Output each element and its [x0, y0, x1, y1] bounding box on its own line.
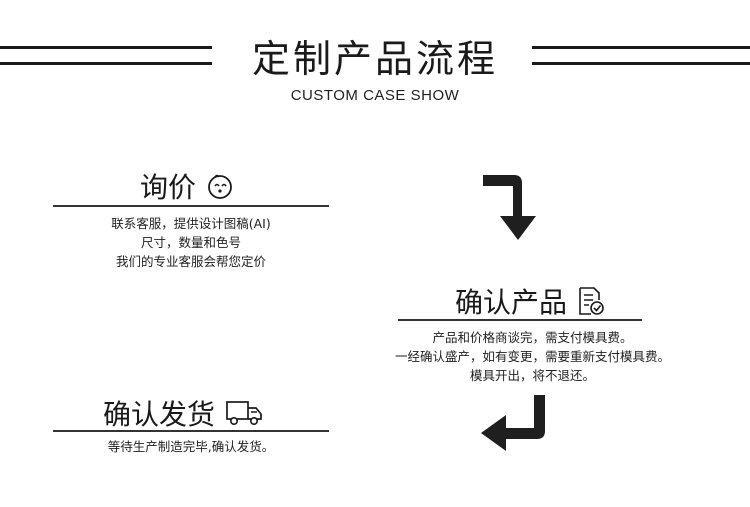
step-confirm-product-description: 产品和价格商谈完，需支付模具费。 一经确认盛产，如有变更，需要重新支付模具费。 … — [340, 328, 725, 385]
smiley-face-icon — [206, 172, 234, 200]
step-confirm-product-divider — [398, 319, 642, 321]
step-confirm-shipping-divider — [53, 430, 329, 432]
page-subtitle: CUSTOM CASE SHOW — [290, 87, 460, 104]
step-confirm-product-line-3: 模具开出，将不退还。 — [469, 368, 595, 383]
header-right-line-top — [532, 46, 750, 49]
arrow-down-icon — [480, 172, 542, 244]
header-right-line-bottom — [532, 62, 750, 65]
step-confirm-shipping-label: 确认发货 — [103, 398, 216, 431]
step-confirm-shipping-title: 确认发货 — [103, 393, 263, 433]
step-confirm-product-line-1: 产品和价格商谈完，需支付模具费。 — [432, 330, 633, 345]
step-inquiry-divider — [53, 205, 329, 207]
step-confirm-product-line-2: 一经确认盛产，如有变更，需要重新支付模具费。 — [394, 349, 670, 364]
header-left-line-bottom — [0, 62, 212, 65]
header-left-line-top — [0, 46, 212, 49]
step-inquiry-description: 联系客服，提供设计图稿(AI) 尺寸，数量和色号 我们的专业客服会帮您定价 — [53, 214, 329, 271]
step-inquiry-label: 询价 — [140, 171, 197, 204]
delivery-truck-icon — [225, 399, 263, 427]
step-inquiry-line-2: 尺寸，数量和色号 — [140, 235, 241, 250]
step-inquiry-line-3: 我们的专业客服会帮您定价 — [115, 254, 266, 269]
step-inquiry-title: 询价 — [140, 166, 234, 206]
step-inquiry-line-1: 联系客服，提供设计图稿(AI) — [111, 216, 271, 231]
step-confirm-shipping-line-1: 等待生产制造完毕,确认发货。 — [107, 439, 275, 454]
arrow-left-icon — [478, 393, 548, 453]
step-confirm-shipping-description: 等待生产制造完毕,确认发货。 — [53, 437, 329, 456]
document-check-icon — [577, 286, 605, 316]
step-confirm-product-label: 确认产品 — [455, 286, 568, 319]
step-confirm-product-title: 确认产品 — [455, 281, 605, 321]
page-title: 定制产品流程 — [251, 37, 498, 81]
